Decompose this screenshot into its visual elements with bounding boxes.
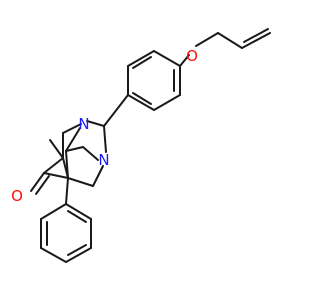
- lower-nitrogen-label: N: [98, 151, 109, 169]
- bond-ntop-ch2-mid: [65, 127, 81, 152]
- bond-cage-phenyl: [65, 177, 69, 205]
- bond-ketone-c2: [43, 172, 69, 179]
- bond-co-a: [30, 172, 45, 192]
- bond-ring1-inner-3: [132, 56, 152, 69]
- bond-aminal-nbottom: [103, 125, 107, 153]
- atom-labels: O N N O: [11, 47, 198, 205]
- bond-methyl: [49, 139, 64, 159]
- diazaadamantane-cage: [43, 120, 107, 187]
- upper-nitrogen-label: N: [78, 115, 89, 133]
- bond-aminal-ntop: [86, 120, 105, 127]
- label-spacer: [176, 58, 177, 59]
- ketone-group: [30, 172, 50, 195]
- bond-ring2-d: [65, 247, 92, 263]
- bond-nbottom-ch2-bottom: [92, 165, 104, 187]
- bond-co-b: [35, 175, 50, 195]
- bond-ketone-c: [43, 157, 64, 174]
- bond-allyl-ch-ch2: [217, 32, 243, 49]
- upper-phenyl-ring: [127, 50, 181, 111]
- bond-allyl-vinyl-double-a: [241, 32, 271, 49]
- ether-oxygen-label: O: [186, 47, 198, 65]
- bond-ring1-b: [153, 94, 181, 111]
- allyloxy-group: [179, 28, 271, 67]
- bond-ring2-inner-3: [67, 210, 87, 223]
- bond-ring1-f: [153, 50, 181, 67]
- bond-cage-inner: [62, 157, 69, 179]
- bond-ring2-a: [40, 203, 67, 220]
- bond-ring2-c: [40, 247, 67, 263]
- bond-ring1-e: [127, 50, 155, 67]
- lower-phenyl-ring: [40, 203, 92, 263]
- bond-allyl-vinyl-double-b: [243, 28, 269, 43]
- bond-aryl-aminal: [103, 94, 129, 127]
- bond-o-aryl: [179, 54, 190, 67]
- bond-ring2-inner-2: [67, 244, 87, 256]
- molecule-structure-diagram: O N N O: [11, 28, 271, 263]
- bond-allyl-ch2-o: [195, 32, 219, 47]
- bond-cage-bottom: [67, 177, 94, 187]
- bond-ntop-ch2-left: [62, 123, 82, 134]
- bond-ring1-c: [127, 94, 155, 111]
- bond-nbottom-ch2-left: [82, 146, 99, 161]
- bond-cage-cross: [65, 146, 84, 152]
- bond-ring2-f: [65, 203, 92, 220]
- ketone-oxygen-label: O: [11, 187, 23, 205]
- bond-ring1-inner-2: [132, 92, 152, 105]
